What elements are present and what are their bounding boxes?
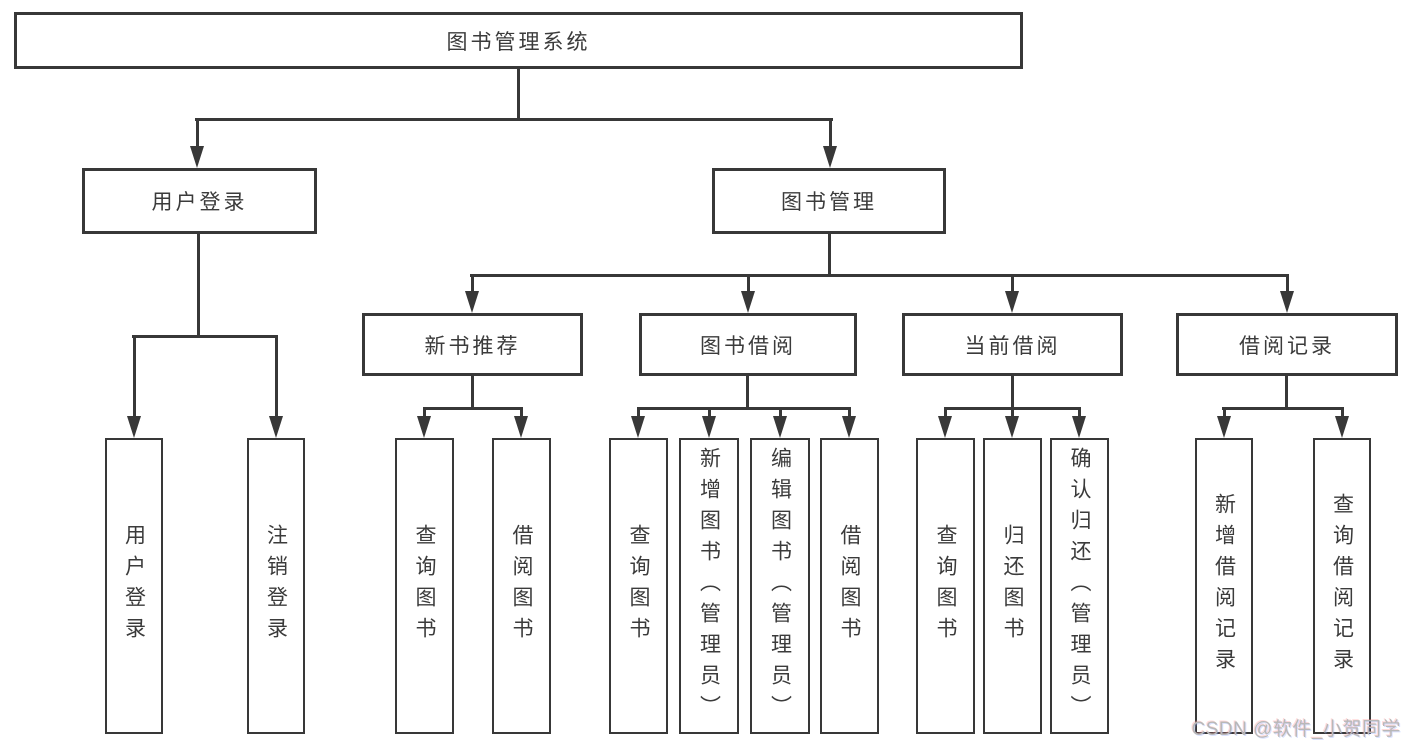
- csdn-watermark: CSDN @软件_小贺同学: [1191, 719, 1401, 740]
- arrow-bb-add-book: [702, 407, 716, 438]
- connector-book-management-stub: [828, 232, 831, 277]
- connector-book-management-split: [470, 274, 1289, 277]
- connector-user-login-split: [132, 335, 278, 338]
- arrow-cb-confirm-return: [1072, 407, 1086, 438]
- node-new-book-recommend-label: 新书推荐: [424, 334, 521, 358]
- leaf-query-book-2: 查询图书: [609, 438, 668, 734]
- node-book-management: 图书管理: [712, 168, 946, 234]
- node-user-login-label: 用户登录: [151, 191, 248, 214]
- arrow-to-book-borrow: [741, 274, 755, 313]
- arrow-to-current-borrow: [1005, 274, 1019, 313]
- node-book-management-label: 图书管理: [781, 191, 877, 214]
- leaf-add-borrow-record: 新增借阅记录: [1195, 438, 1253, 734]
- arrow-to-new-book-recommend: [465, 274, 479, 313]
- connector-current-borrow-stub: [1011, 374, 1014, 410]
- leaf-borrow-book-1: 借阅图书: [492, 438, 551, 734]
- node-root-system: 图书管理系统: [14, 12, 1023, 69]
- connector-borrow-records-split: [1222, 407, 1344, 410]
- connector-new-book-stub: [471, 374, 474, 410]
- arrow-to-book-management: [823, 118, 837, 168]
- arrow-cb-query-book: [938, 407, 952, 438]
- connector-root-split: [195, 118, 833, 121]
- leaf-query-book-3: 查询图书: [916, 438, 975, 734]
- connector-book-borrow-stub: [746, 374, 749, 410]
- arrow-br-query-record: [1335, 407, 1349, 438]
- node-new-book-recommend: 新书推荐: [362, 313, 583, 376]
- node-user-login: 用户登录: [82, 168, 317, 234]
- node-book-borrow-label: 图书借阅: [700, 334, 796, 358]
- leaf-return-book: 归还图书: [983, 438, 1042, 734]
- leaf-borrow-book-2: 借阅图书: [820, 438, 879, 734]
- arrow-to-leaf-user-login: [127, 335, 141, 438]
- connector-borrow-records-stub: [1285, 374, 1288, 410]
- leaf-edit-book-admin: 编辑图书（管理员）: [750, 438, 810, 734]
- leaf-query-borrow-record: 查询借阅记录: [1313, 438, 1371, 734]
- leaf-logout: 注销登录: [247, 438, 305, 734]
- arrow-nb-borrow-book: [514, 407, 528, 438]
- arrow-bb-edit-book: [773, 407, 787, 438]
- node-book-borrow: 图书借阅: [639, 313, 857, 376]
- connector-new-book-split: [423, 407, 523, 410]
- node-root-label: 图书管理系统: [446, 30, 591, 54]
- arrow-nb-query-book: [417, 407, 431, 438]
- leaf-confirm-return-admin: 确认归还（管理员）: [1050, 438, 1109, 734]
- node-borrow-records: 借阅记录: [1176, 313, 1398, 376]
- leaf-user-login: 用户登录: [105, 438, 163, 734]
- connector-book-borrow-split: [637, 407, 851, 410]
- connector-user-login-stub: [197, 232, 200, 338]
- arrow-to-leaf-logout: [269, 335, 283, 438]
- leaf-add-book-admin: 新增图书（管理员）: [679, 438, 739, 734]
- node-current-borrow-label: 当前借阅: [964, 334, 1061, 358]
- node-borrow-records-label: 借阅记录: [1239, 334, 1335, 358]
- arrow-bb-query-book: [631, 407, 645, 438]
- arrow-br-add-record: [1217, 407, 1231, 438]
- arrow-bb-borrow-book: [842, 407, 856, 438]
- arrow-cb-return-book: [1005, 407, 1019, 438]
- leaf-query-book-1: 查询图书: [395, 438, 454, 734]
- arrow-to-user-login: [190, 118, 204, 168]
- arrow-to-borrow-records: [1280, 274, 1294, 313]
- connector-root-stub: [517, 66, 520, 120]
- node-current-borrow: 当前借阅: [902, 313, 1123, 376]
